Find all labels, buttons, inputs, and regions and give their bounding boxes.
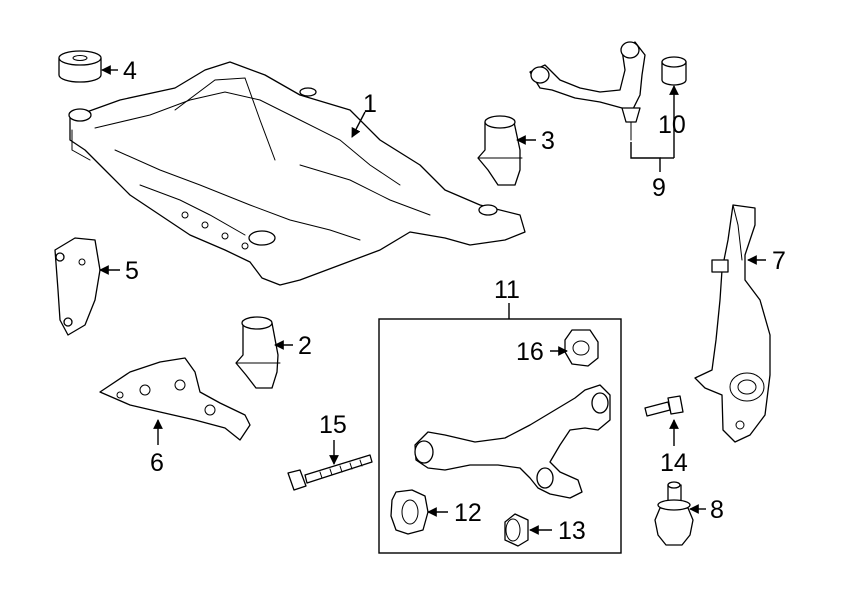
bolt-part-15[interactable] (287, 454, 373, 491)
callout-label-11: 11 (494, 276, 520, 304)
bushing-part-13[interactable] (504, 513, 529, 547)
callout-label-2: 2 (298, 332, 312, 360)
ball-joint-part[interactable] (654, 481, 694, 546)
subframe-part[interactable] (68, 61, 526, 286)
bushing-part-3[interactable] (477, 115, 523, 186)
lower-control-arm-part[interactable] (414, 384, 611, 499)
bolt-part-14[interactable] (644, 395, 684, 417)
bushing-part-12[interactable] (390, 489, 429, 535)
callout-label-14: 14 (660, 449, 688, 477)
callout-label-4: 4 (123, 57, 137, 85)
bracket-part-5[interactable] (54, 237, 101, 336)
callout-label-5: 5 (125, 257, 139, 285)
callout-label-16: 16 (516, 338, 544, 366)
callout-label-12: 12 (454, 499, 482, 527)
washer-part[interactable] (58, 50, 102, 83)
callout-label-9: 9 (652, 174, 666, 202)
callout-label-15: 15 (319, 411, 347, 439)
upper-control-arm-part[interactable] (529, 41, 646, 141)
callout-label-1: 1 (363, 90, 377, 118)
callout-lines (99, 65, 766, 535)
callout-label-8: 8 (710, 496, 724, 524)
callout-label-6: 6 (150, 449, 164, 477)
shield-part-6[interactable] (99, 357, 251, 441)
lower-arm-group-box (378, 318, 622, 554)
callout-labels: 1 2 3 4 5 6 7 8 9 10 11 12 13 14 15 16 (123, 57, 786, 545)
callout-label-7: 7 (772, 247, 786, 275)
steering-knuckle-part[interactable] (694, 204, 771, 443)
bushing-bracket-part-16[interactable] (564, 329, 599, 367)
upper-arm-bushing-part[interactable] (661, 56, 687, 86)
callout-label-13: 13 (558, 517, 586, 545)
bushing-part-2[interactable] (235, 316, 281, 389)
callout-label-3: 3 (541, 127, 555, 155)
callout-label-10: 10 (658, 111, 686, 139)
